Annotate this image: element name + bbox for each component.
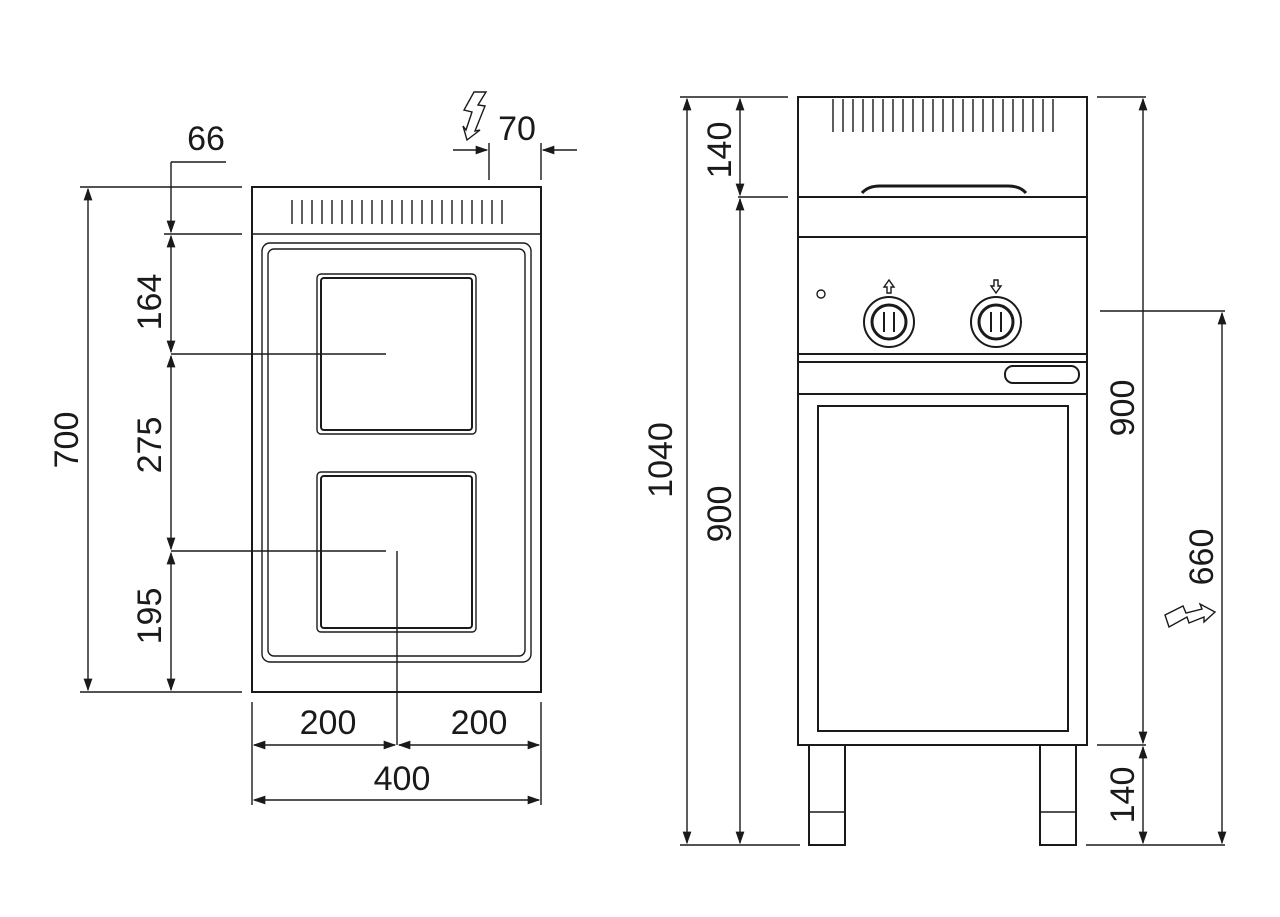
dim-label-200-right: 200 bbox=[451, 704, 508, 742]
front-view: 1040 140 900 900 140 660 bbox=[642, 96, 1227, 846]
up-arrow-icon bbox=[882, 278, 896, 294]
indicator-light bbox=[816, 289, 826, 299]
dim-label-140-top: 140 bbox=[701, 122, 739, 179]
dim-label-164: 164 bbox=[131, 274, 169, 331]
dim-label-900-left: 900 bbox=[701, 486, 739, 543]
dim-label-660: 660 bbox=[1183, 529, 1221, 586]
cabinet-door[interactable] bbox=[817, 405, 1069, 732]
dim-label-195: 195 bbox=[131, 588, 169, 645]
top-vent-grille bbox=[291, 200, 503, 224]
down-arrow-icon bbox=[989, 279, 1003, 295]
knob-icon bbox=[970, 296, 1022, 348]
dim-label-900-right: 900 bbox=[1104, 380, 1142, 437]
worktop-rim bbox=[797, 196, 1088, 238]
dim-label-275: 275 bbox=[131, 417, 169, 474]
hotplate-profile bbox=[860, 184, 1028, 195]
dim-label-70: 70 bbox=[498, 110, 536, 148]
top-view: 66 70 700 164 275 195 200 200 400 bbox=[48, 91, 577, 805]
dim-label-140-bottom: 140 bbox=[1104, 767, 1142, 824]
power-connection-icon bbox=[1164, 602, 1217, 629]
backsplash-vent-grille bbox=[832, 99, 1054, 132]
dim-label-66: 66 bbox=[187, 120, 225, 158]
knob-left[interactable] bbox=[863, 278, 915, 348]
dim-label-200-left: 200 bbox=[300, 704, 357, 742]
dim-label-700: 700 bbox=[48, 412, 86, 469]
cabinet bbox=[797, 393, 1088, 746]
leg-left bbox=[808, 744, 846, 846]
dim-label-1040: 1040 bbox=[642, 422, 680, 498]
knob-right[interactable] bbox=[970, 279, 1022, 348]
power-connection-icon bbox=[462, 91, 488, 142]
knob-icon bbox=[863, 296, 915, 348]
door-handle[interactable] bbox=[1004, 365, 1080, 384]
leg-right bbox=[1039, 744, 1077, 846]
dim-label-400: 400 bbox=[374, 760, 431, 798]
control-panel bbox=[797, 236, 1088, 355]
panel-band bbox=[797, 353, 1088, 363]
